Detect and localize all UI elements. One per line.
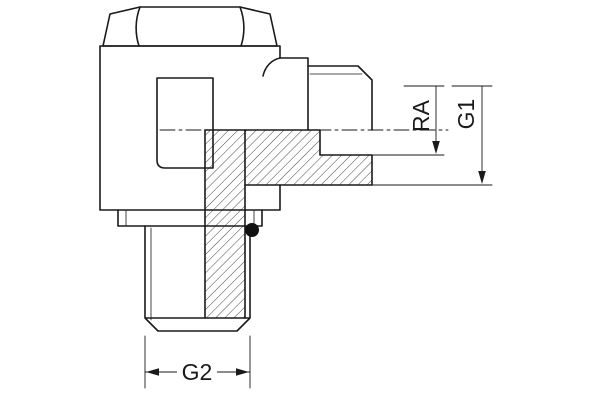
flange-washer-outline xyxy=(117,209,263,227)
seal-ring xyxy=(245,223,259,237)
hex-head-outline xyxy=(102,6,278,47)
arrowhead-g2-right xyxy=(236,368,249,376)
stud-outline xyxy=(144,225,251,332)
body-inner-cavity xyxy=(156,77,214,169)
dimension-label-g1: G1 xyxy=(453,99,479,130)
section-hatch-vertical-bore-wall xyxy=(205,130,245,318)
side-port-outline xyxy=(279,57,373,131)
section-hatch-side-port xyxy=(245,130,372,185)
dimension-label-ra: RA xyxy=(408,99,434,132)
bore-wall-edges xyxy=(204,129,246,319)
hex-head-facet-curves xyxy=(135,6,245,47)
extension-lines xyxy=(144,154,493,389)
drawing-lines: RA G1 G2 xyxy=(99,6,493,389)
dimension-line-g1 xyxy=(451,85,493,183)
dimension-label-g2: G2 xyxy=(182,359,213,385)
thread-root-lines xyxy=(125,73,363,321)
side-port-fillet xyxy=(262,57,281,77)
arrowhead-ra xyxy=(432,141,440,154)
arrowhead-g2-left xyxy=(146,368,159,376)
g2-label-background xyxy=(177,358,217,386)
arrowhead-g1 xyxy=(478,171,486,184)
body-outline xyxy=(99,45,281,211)
